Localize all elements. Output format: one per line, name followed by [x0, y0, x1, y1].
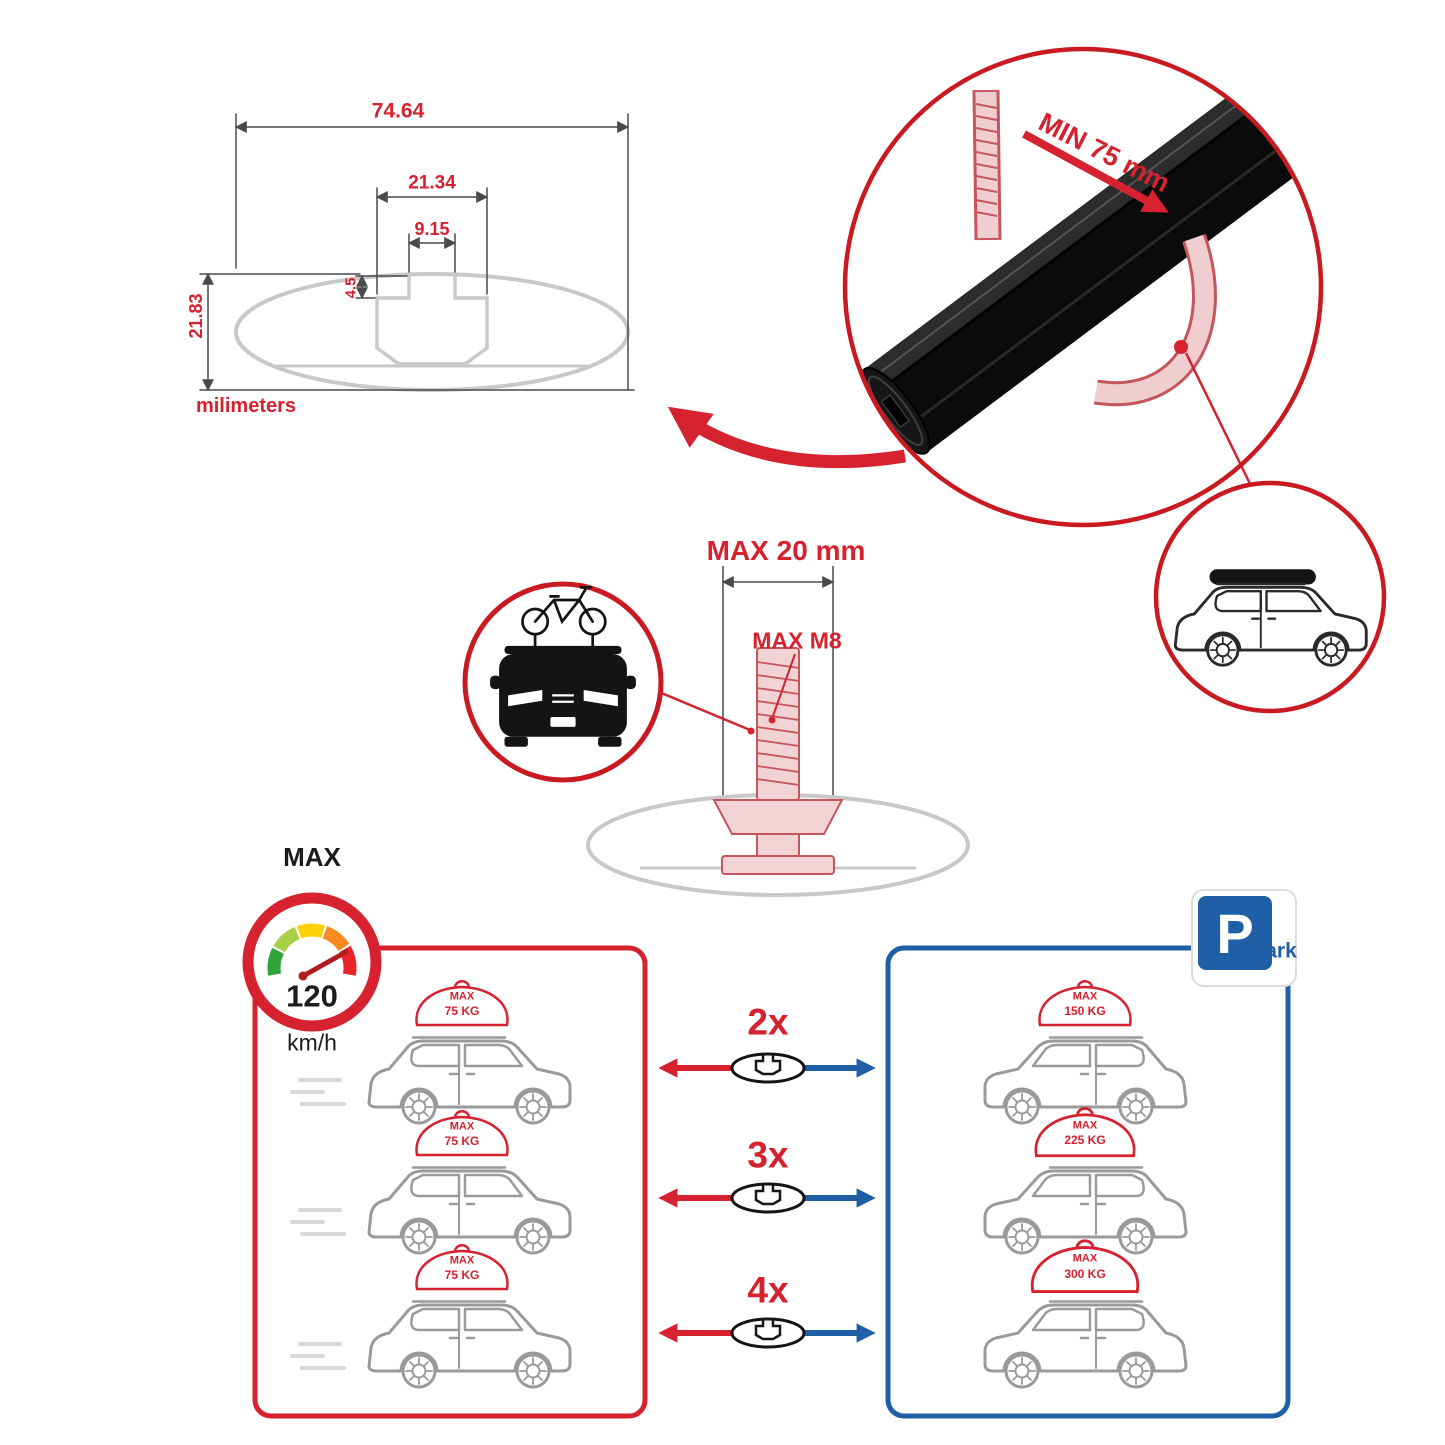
- quantity-row: [658, 1317, 876, 1349]
- bag-max-label: MAX: [1072, 990, 1098, 1003]
- dim-slot-width-label: 9.15: [414, 219, 450, 239]
- bag-weight-label: 75 KG: [444, 1004, 480, 1018]
- tow-hook-upper: [972, 89, 1002, 241]
- speed-max-label: MAX: [283, 842, 341, 872]
- park-sign-rest: ark: [1265, 939, 1297, 963]
- t-bolt: [712, 647, 844, 875]
- bag-weight-label: 75 KG: [444, 1268, 480, 1282]
- speed-unit-label: km/h: [287, 1029, 337, 1056]
- bag-weight-label: 225 KG: [1064, 1133, 1106, 1147]
- units-label: milimeters: [195, 395, 297, 417]
- dim-total-width-label: 74.64: [371, 99, 425, 123]
- multiplier-4x: 4x: [747, 1269, 789, 1311]
- dim-channel-width-label: 21.34: [408, 172, 456, 194]
- bag-max-label: MAX: [1072, 1252, 1098, 1265]
- min-clearance-arrow: [1022, 130, 1169, 213]
- tow-hook-lower: [1094, 233, 1217, 407]
- car-front-with-bike: [490, 586, 636, 747]
- bag-max-label: MAX: [449, 1120, 475, 1133]
- multiplier-3x: 3x: [747, 1134, 789, 1176]
- bag-weight-label: 300 KG: [1064, 1267, 1106, 1281]
- bike-car-circle: [462, 581, 755, 783]
- dimension-lines: [199, 113, 635, 392]
- gauge-needle: [300, 949, 349, 979]
- bag-weight-label: 75 KG: [444, 1134, 480, 1148]
- roofbox-car-illustration: [1173, 569, 1368, 667]
- crossbar-profile-icon: [730, 1052, 806, 1084]
- crossbar-profile-icon: [730, 1317, 806, 1349]
- roof-box: [1209, 569, 1316, 585]
- profile-channel: [375, 272, 489, 366]
- park-sign-letter: P: [1216, 902, 1254, 965]
- profile-ellipse: [234, 272, 630, 392]
- bolt-max-thread-label: MAX M8: [752, 627, 842, 654]
- quantity-row: [658, 1052, 876, 1084]
- crossbar-profile-icon: [730, 1182, 806, 1214]
- hook-contact-dot: [1174, 340, 1188, 354]
- crossbar-detail-circle: [842, 46, 1324, 528]
- bag-max-label: MAX: [1072, 1119, 1098, 1132]
- bag-max-label: MAX: [449, 1254, 475, 1267]
- park-sign-square: [1198, 896, 1272, 970]
- pointer-arrow: [667, 406, 907, 469]
- bag-weight-label: 150 KG: [1064, 1004, 1106, 1018]
- bag-max-label: MAX: [449, 990, 475, 1003]
- driving-cars: [290, 980, 572, 1389]
- dim-slot-depth-label: 4.5: [342, 277, 360, 299]
- bike-icon: [521, 586, 607, 648]
- profile-dimension-diagram: [199, 113, 635, 392]
- bolt-diagram: [586, 566, 970, 897]
- park-sign: [1191, 889, 1297, 987]
- bolt-max-length-label: MAX 20 mm: [706, 535, 866, 566]
- dim-total-height-label: 21.83: [186, 293, 206, 339]
- speed-value: 120: [286, 978, 338, 1014]
- speed-limit-gauge: [242, 892, 382, 1032]
- quantity-row: [658, 1182, 876, 1214]
- multiplier-2x: 2x: [747, 1001, 789, 1043]
- roofbox-car-circle: [1153, 480, 1387, 714]
- quantity-rows: [658, 1052, 876, 1349]
